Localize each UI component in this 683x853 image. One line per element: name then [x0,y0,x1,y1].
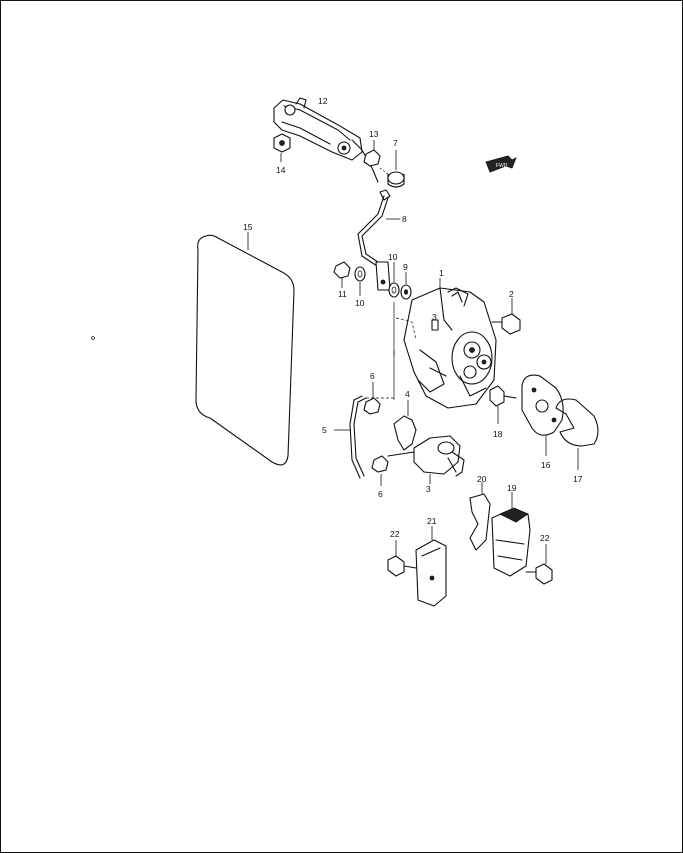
callout-6-upper: 6 [370,371,375,381]
callout-10-left: 10 [355,298,365,308]
callout-14: 14 [276,165,286,175]
callout-2: 2 [509,289,514,299]
part-6-clip-upper [363,382,381,415]
callout-22-left: 22 [390,529,400,539]
callout-22-right: 22 [540,533,550,543]
callout-8: 8 [402,214,407,224]
part-16-plate [521,374,564,456]
part-4-lever [393,400,417,451]
callout-3: 3 [426,484,431,494]
callout-13: 13 [369,129,379,139]
callout-10-right: 10 [388,252,398,262]
part-12-lever-assembly [273,97,379,183]
callout-20: 20 [477,474,487,484]
part-10-washer-a [354,266,366,296]
callout-17: 17 [573,474,583,484]
part-1-latch-assembly [395,278,497,409]
part-6-clip-lower [371,455,389,486]
part-18-bolt [489,385,517,424]
callout-19: 19 [507,483,517,493]
callout-15: 15 [243,222,253,232]
part-3-lock-cylinder [387,435,465,484]
callout-4: 4 [405,389,410,399]
part-14-nut [273,133,291,162]
part-21-bracket [415,526,447,607]
part-22-bolt-right [525,544,553,585]
callout-5: 5 [322,425,327,435]
part-13-clip [363,140,381,167]
callout-11: 11 [338,289,347,299]
part-2-bolt [491,298,521,335]
part-19-striker [491,492,531,577]
part-22-bolt-left [387,540,417,577]
callout-3-inset: 3 [432,312,437,322]
callout-1: 1 [439,268,444,278]
callout-9: 9 [403,262,408,272]
part-9-washer [400,272,412,300]
callout-6-lower: 6 [378,489,383,499]
callout-16: 16 [541,460,551,470]
part-5-rod [334,395,394,479]
part-7-bushing [379,150,405,188]
callout-12: 12 [318,96,328,106]
forward-direction-badge: FWD [485,155,517,173]
part-10-washer-b [388,262,400,298]
callout-21: 21 [427,516,437,526]
callout-7: 7 [393,138,398,148]
part-15-pad [195,232,295,466]
fwd-label: FWD [496,163,508,169]
part-17-shim [555,398,599,470]
part-20-shim [469,482,491,551]
stray-mark [91,336,95,340]
callout-18: 18 [493,429,503,439]
part-11-clip [333,261,351,288]
